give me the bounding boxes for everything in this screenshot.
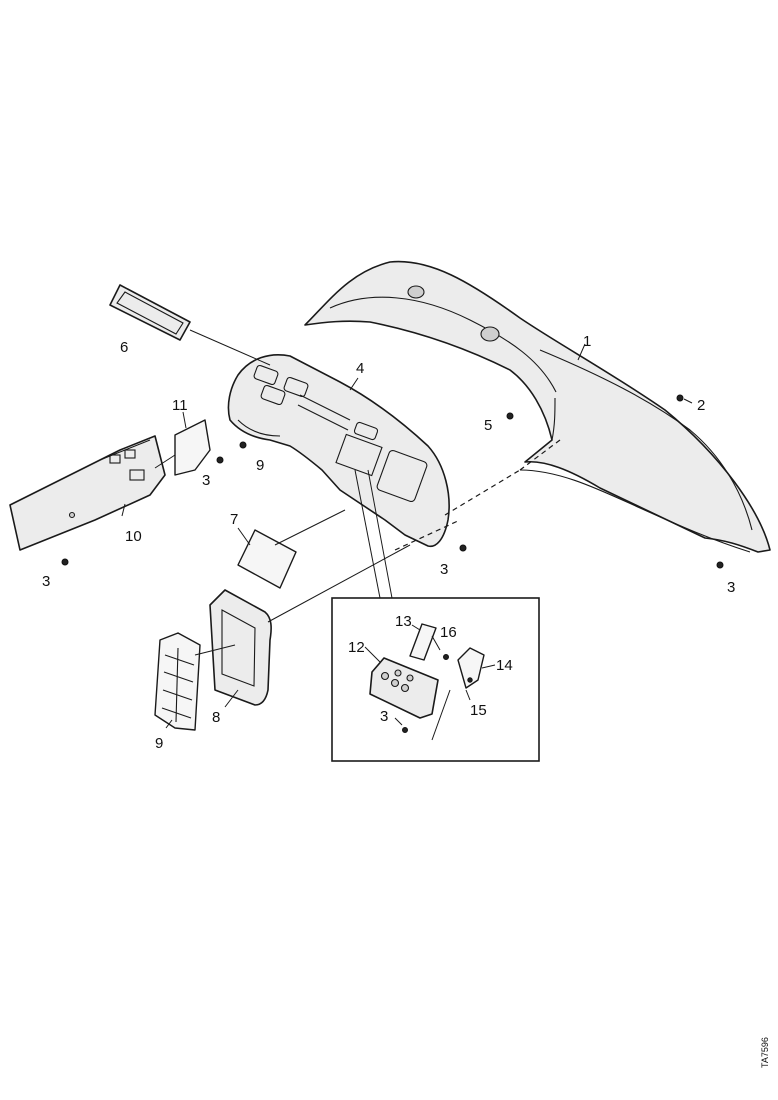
callout-5-right: 5 [484,417,492,434]
assembly-lines [154,329,561,656]
callout-labels: 1 2 3 3 3 3 3 4 5 6 7 8 9 9 10 11 12 13 … [42,333,735,752]
vent-opening-left [407,285,425,299]
callout-10: 10 [125,528,142,545]
callout-1: 1 [583,333,591,350]
part-8-vent-housing [209,589,272,706]
part-11-bracket [174,419,211,476]
callout-4: 4 [356,360,364,377]
screw-3-bracket [216,456,224,464]
callout-3-right: 3 [727,579,735,596]
callout-3-left: 3 [42,573,50,590]
callout-3-bracket: 3 [202,472,210,489]
callout-8: 8 [212,709,220,726]
callout-14: 14 [496,657,513,674]
part-13-switch [409,623,437,661]
callout-11: 11 [172,397,188,414]
part-4-cluster-bezel [227,354,450,548]
callout-leaders [121,343,693,729]
screw-2 [676,394,684,402]
fasteners [61,394,724,569]
detail-inset-box [331,597,540,762]
part-10-lower-left-panel [9,435,166,551]
callout-13: 13 [395,613,412,630]
callout-7: 7 [230,511,238,528]
screw-3-right [716,561,724,569]
callout-9-grille: 9 [155,735,163,752]
screw-3-left [61,558,69,566]
callout-12: 12 [348,639,365,656]
callout-9-center: 9 [256,457,264,474]
callout-16: 16 [440,624,457,641]
screw-5-right [506,412,514,420]
vent-opening-right [480,326,500,342]
screw-3-center [459,544,467,552]
callout-3-center: 3 [440,561,448,578]
part-6-display-cover [109,284,191,341]
part-9-vent-grille [154,632,201,731]
callout-6: 6 [120,339,128,356]
part-14-bracket [457,647,485,689]
callout-3-inset: 3 [380,708,388,725]
callout-2: 2 [697,397,705,414]
part-1-dash-top-shell [304,260,771,553]
part-7-cover-plate [237,529,297,589]
screw-9-center [239,441,247,449]
drawing-reference-code: TA7596 [760,1037,770,1068]
callout-15: 15 [470,702,487,719]
